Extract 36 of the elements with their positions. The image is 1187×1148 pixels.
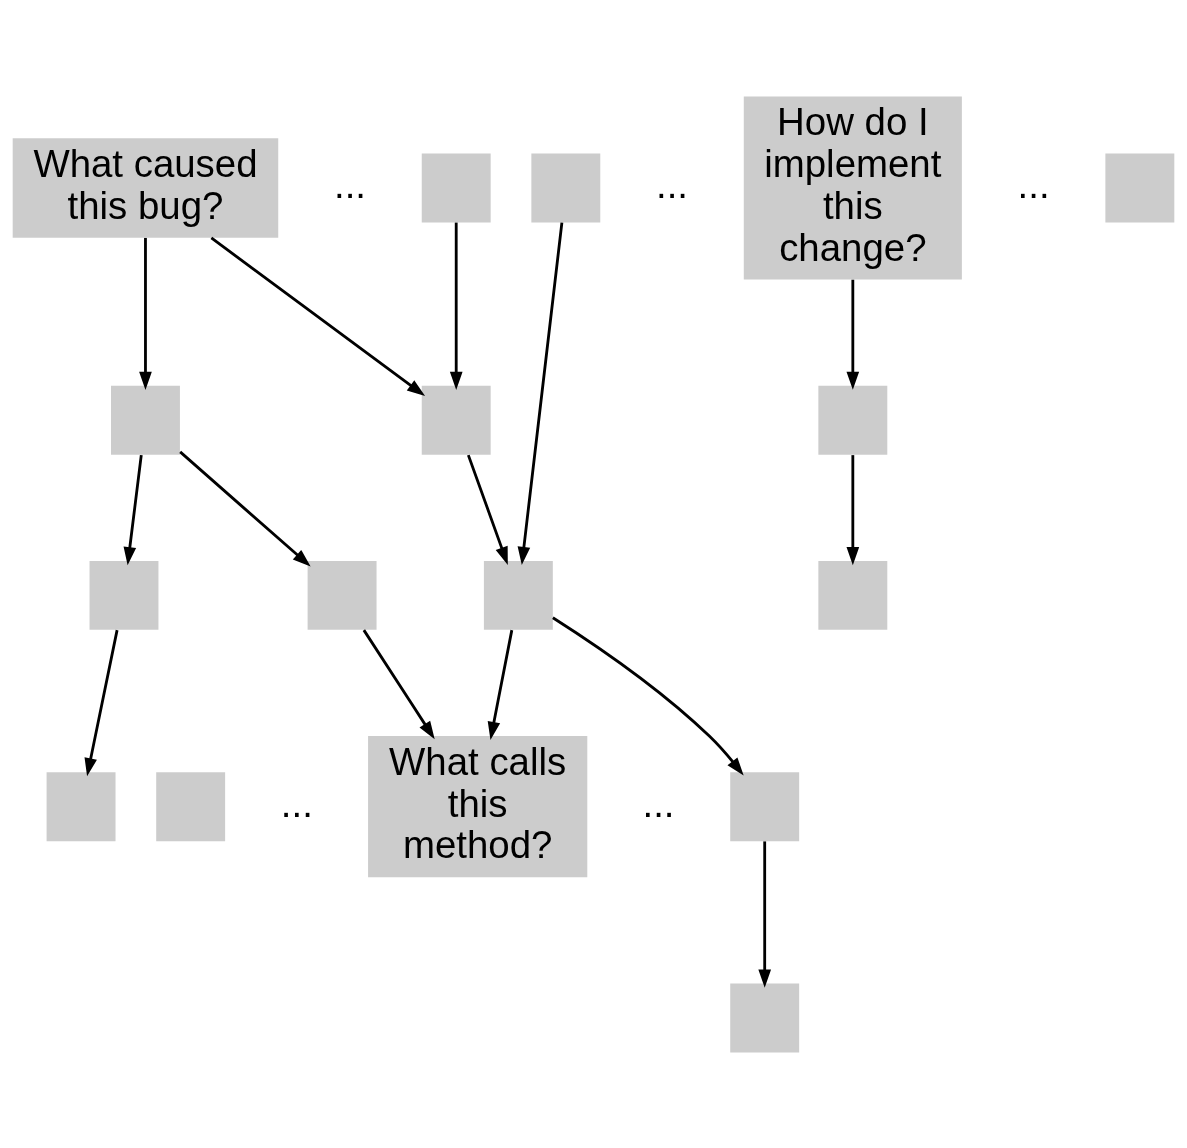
node-box <box>730 983 800 1052</box>
node-box <box>421 385 491 455</box>
arrow <box>449 222 463 390</box>
node-box <box>46 771 116 841</box>
node-box <box>730 771 800 841</box>
arrow <box>123 454 143 565</box>
arrow <box>179 450 311 567</box>
node-box <box>531 153 601 222</box>
arrow <box>362 628 435 739</box>
arrow <box>467 454 508 565</box>
node-box <box>307 560 377 630</box>
arrow <box>517 222 564 565</box>
arrow <box>758 840 772 988</box>
arrow <box>210 236 426 396</box>
node-box <box>818 560 888 630</box>
node-box <box>156 771 226 841</box>
node-box <box>818 385 888 455</box>
node-box <box>89 560 159 630</box>
label: ... <box>333 162 366 206</box>
arrow <box>84 629 119 776</box>
node-box <box>1105 153 1175 222</box>
node-box: How do I implement this change? <box>743 96 962 280</box>
label: ... <box>656 162 689 206</box>
arrow <box>487 629 514 740</box>
label: ... <box>642 781 675 825</box>
node-box: What caused this bug? <box>12 137 279 238</box>
label: ... <box>280 781 313 825</box>
arrow <box>846 279 860 390</box>
arrow <box>552 616 744 776</box>
node-box <box>421 153 491 222</box>
arrow <box>139 237 152 390</box>
node-box <box>111 385 180 455</box>
node-box: What calls this method? <box>368 735 588 877</box>
label: ... <box>1017 162 1050 206</box>
node-box <box>483 560 553 630</box>
arrow <box>846 454 860 565</box>
